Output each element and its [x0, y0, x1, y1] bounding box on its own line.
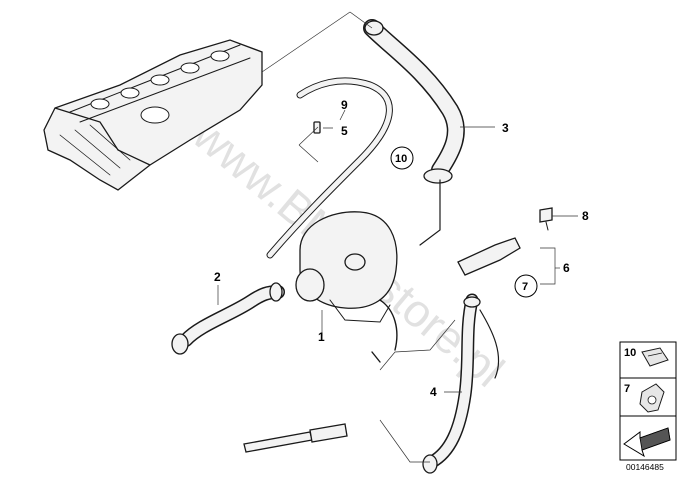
legend-label-7: 7 — [624, 383, 630, 395]
legend-box: 10 7 — [619, 341, 677, 461]
reference-number: 00146485 — [626, 462, 664, 472]
clip-icon — [641, 347, 669, 367]
callout-3: 3 — [502, 121, 509, 135]
hose-clamp-icon — [639, 383, 665, 413]
callout-9: 9 — [341, 98, 348, 112]
callout-5: 5 — [341, 124, 348, 138]
callout-7: 7 — [522, 281, 528, 293]
leader-lines — [217, 11, 578, 463]
callout-1: 1 — [318, 330, 325, 344]
callout-10: 10 — [395, 153, 407, 165]
callout-8: 8 — [582, 209, 589, 223]
callout-6: 6 — [563, 261, 570, 275]
dipstick — [243, 423, 348, 453]
callout-7-circle — [514, 274, 538, 298]
cylinder-head-cover — [43, 39, 263, 191]
callout-2: 2 — [214, 270, 221, 284]
legend-label-10: 10 — [624, 347, 636, 359]
lower-hose — [171, 282, 285, 355]
vent-hose — [363, 19, 465, 184]
arrow-icon — [623, 427, 671, 458]
callouts: 9 5 3 10 8 6 7 2 1 4 — [214, 98, 589, 399]
bracket — [457, 207, 553, 276]
oil-separator — [295, 179, 441, 363]
callout-10-circle — [390, 146, 414, 170]
callout-4: 4 — [430, 385, 437, 399]
return-hose — [422, 293, 500, 474]
breather-hose — [266, 77, 393, 259]
